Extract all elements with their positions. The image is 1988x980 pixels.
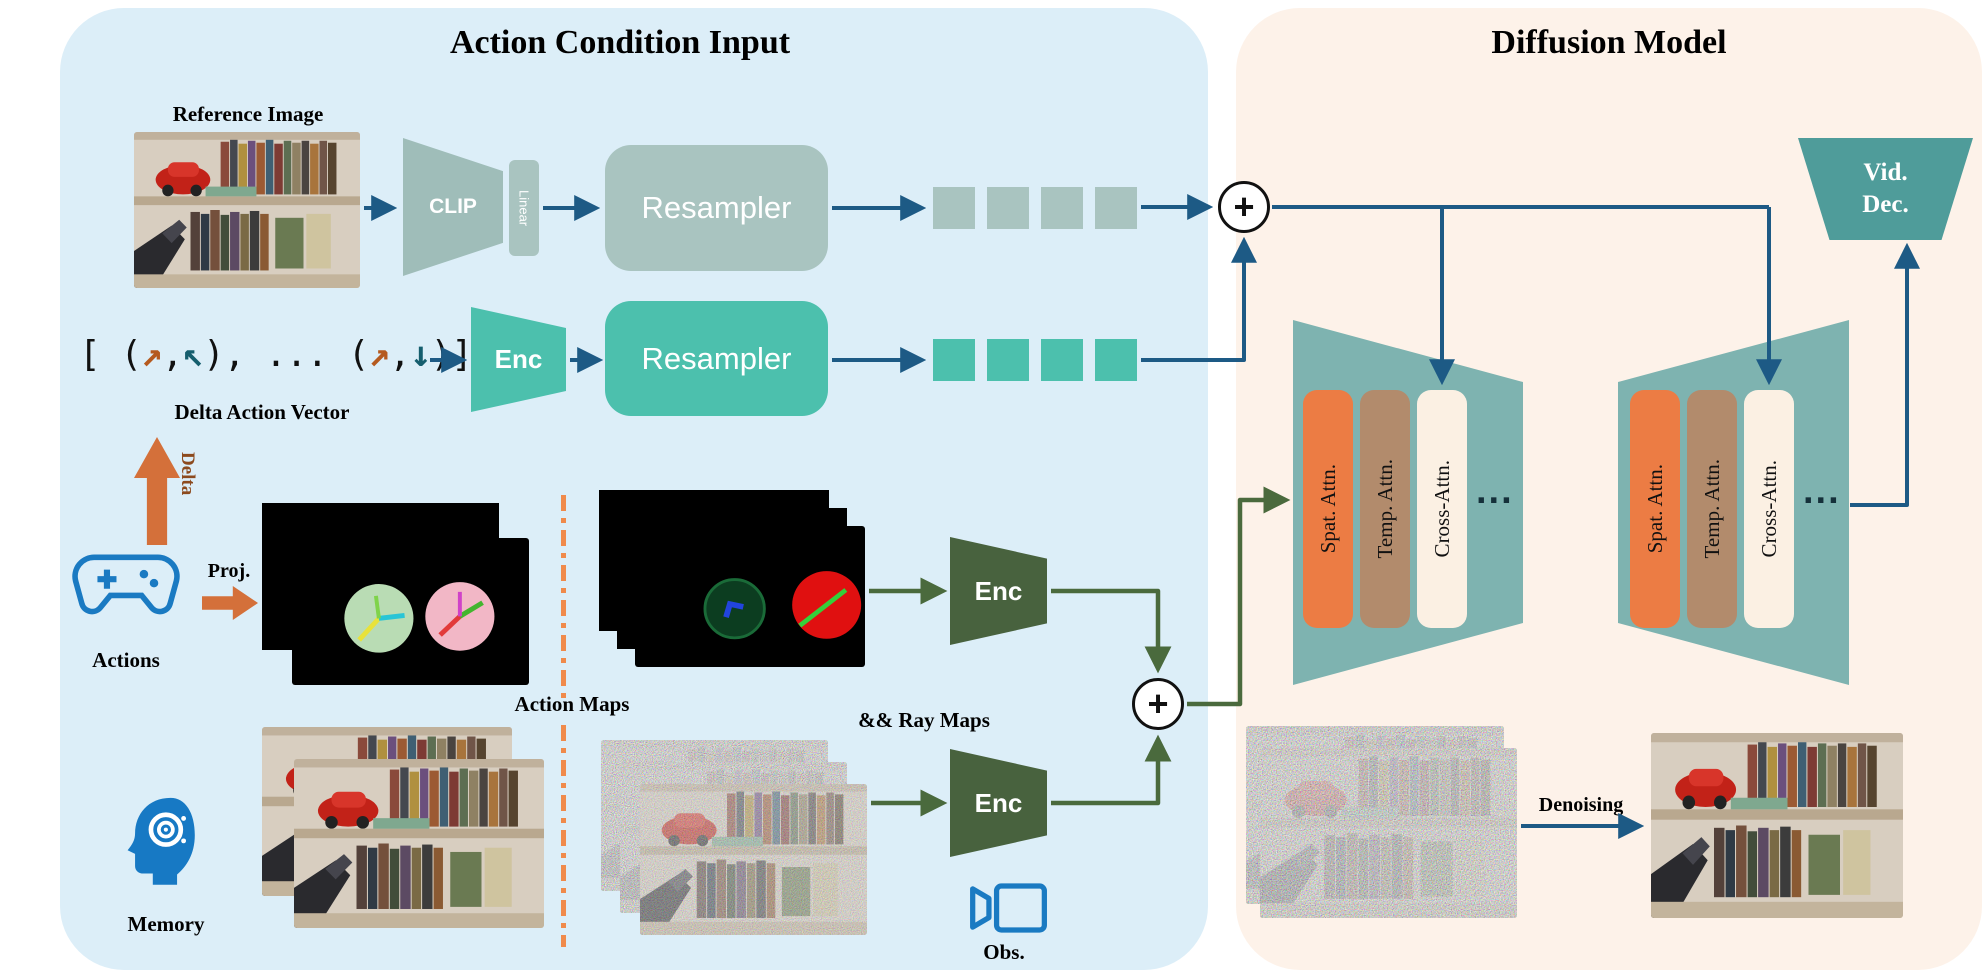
temporal-attn-2-label: Temp. Attn. bbox=[1699, 459, 1724, 559]
ellipsis-2: ... bbox=[1803, 470, 1841, 512]
cross-attn-2: Cross-Attn. bbox=[1744, 390, 1794, 628]
dv-arrow-icon: ↗ bbox=[368, 334, 390, 375]
ray-maps-label: && Ray Maps bbox=[858, 708, 990, 732]
spatial-attn-1: Spat. Attn. bbox=[1303, 390, 1353, 628]
delta-arrow-label: Delta bbox=[177, 452, 198, 496]
vid-dec-line2: Dec. bbox=[1862, 191, 1909, 218]
proj-label: Proj. bbox=[207, 560, 251, 582]
sum-node-bottom: + bbox=[1132, 678, 1184, 730]
actions-label: Actions bbox=[92, 648, 160, 672]
video-decoder: Vid. Dec. bbox=[1798, 138, 1973, 240]
left-panel-title: Action Condition Input bbox=[449, 24, 791, 61]
resampler-image-label: Resampler bbox=[641, 190, 792, 225]
spatial-attn-1-label: Spat. Attn. bbox=[1315, 464, 1340, 554]
right-panel-title: Diffusion Model bbox=[1491, 24, 1727, 61]
image-token bbox=[1095, 187, 1137, 229]
temporal-attn-2: Temp. Attn. bbox=[1687, 390, 1737, 628]
temporal-attn-1: Temp. Attn. bbox=[1360, 390, 1410, 628]
dv-part: ), ... ( bbox=[203, 334, 369, 375]
action-token bbox=[987, 339, 1029, 381]
linear-label: Linear bbox=[516, 189, 532, 227]
gamepad-icon bbox=[72, 554, 180, 615]
delta-action-vector-label: Delta Action Vector bbox=[174, 400, 350, 424]
linear-projection: Linear bbox=[509, 160, 539, 256]
noisy-latent-image-front bbox=[1260, 748, 1517, 918]
temporal-attn-1-label: Temp. Attn. bbox=[1372, 459, 1397, 559]
resampler-action-label: Resampler bbox=[641, 340, 792, 376]
memory-head-icon bbox=[127, 797, 195, 885]
delta-action-vector-text: [ (↗,↖), ... (↗,↓)] bbox=[79, 334, 473, 375]
obs-label: Obs. bbox=[983, 940, 1025, 964]
enc-obs-label: Enc bbox=[974, 787, 1023, 818]
camera-obs-icon bbox=[970, 883, 1047, 933]
dv-part: , bbox=[389, 334, 411, 375]
cross-attn-2-label: Cross-Attn. bbox=[1756, 460, 1781, 558]
dv-arrow-icon: ↓ bbox=[409, 334, 432, 375]
dashed-separator-bottom bbox=[561, 725, 566, 947]
dv-part: [ ( bbox=[79, 334, 142, 375]
ellipsis-1: ... bbox=[1476, 470, 1514, 512]
spatial-attn-2-label: Spat. Attn. bbox=[1642, 464, 1667, 554]
resampler-image: Resampler bbox=[605, 145, 828, 271]
cross-attn-1-label: Cross-Attn. bbox=[1429, 460, 1454, 558]
ray-map-frame-front bbox=[635, 526, 865, 667]
memory-label: Memory bbox=[127, 912, 205, 936]
image-token bbox=[933, 187, 975, 229]
denoised-image bbox=[1651, 733, 1903, 918]
plus-icon: + bbox=[1147, 683, 1169, 724]
noisy-obs-frame-front bbox=[640, 784, 867, 935]
action-token bbox=[1041, 339, 1083, 381]
cross-attn-1: Cross-Attn. bbox=[1417, 390, 1467, 628]
action-map-frame-front bbox=[292, 538, 529, 685]
dv-part: , bbox=[161, 334, 184, 375]
spatial-attn-2: Spat. Attn. bbox=[1630, 390, 1680, 628]
enc-ray-label: Enc bbox=[974, 575, 1023, 606]
action-maps-label: Action Maps bbox=[514, 692, 630, 716]
denoising-label: Denoising bbox=[1538, 794, 1624, 816]
dv-arrow-icon: ↗ bbox=[141, 334, 163, 375]
dashed-separator-top bbox=[561, 495, 566, 700]
action-token bbox=[1095, 339, 1137, 381]
image-token bbox=[987, 187, 1029, 229]
vid-dec-line1: Vid. bbox=[1863, 158, 1908, 186]
memory-image-front bbox=[294, 759, 544, 928]
sum-node-top: + bbox=[1218, 181, 1270, 233]
resampler-action: Resampler bbox=[605, 301, 828, 416]
clip-label: CLIP bbox=[429, 195, 477, 218]
image-token bbox=[1041, 187, 1083, 229]
dv-part: )] bbox=[430, 334, 473, 375]
reference-image bbox=[134, 132, 360, 288]
action-token bbox=[933, 339, 975, 381]
enc-action-label: Enc bbox=[494, 344, 543, 374]
reference-image-label: Reference Image bbox=[172, 102, 324, 126]
plus-icon: + bbox=[1233, 186, 1255, 227]
dv-arrow-icon: ↖ bbox=[182, 334, 204, 375]
